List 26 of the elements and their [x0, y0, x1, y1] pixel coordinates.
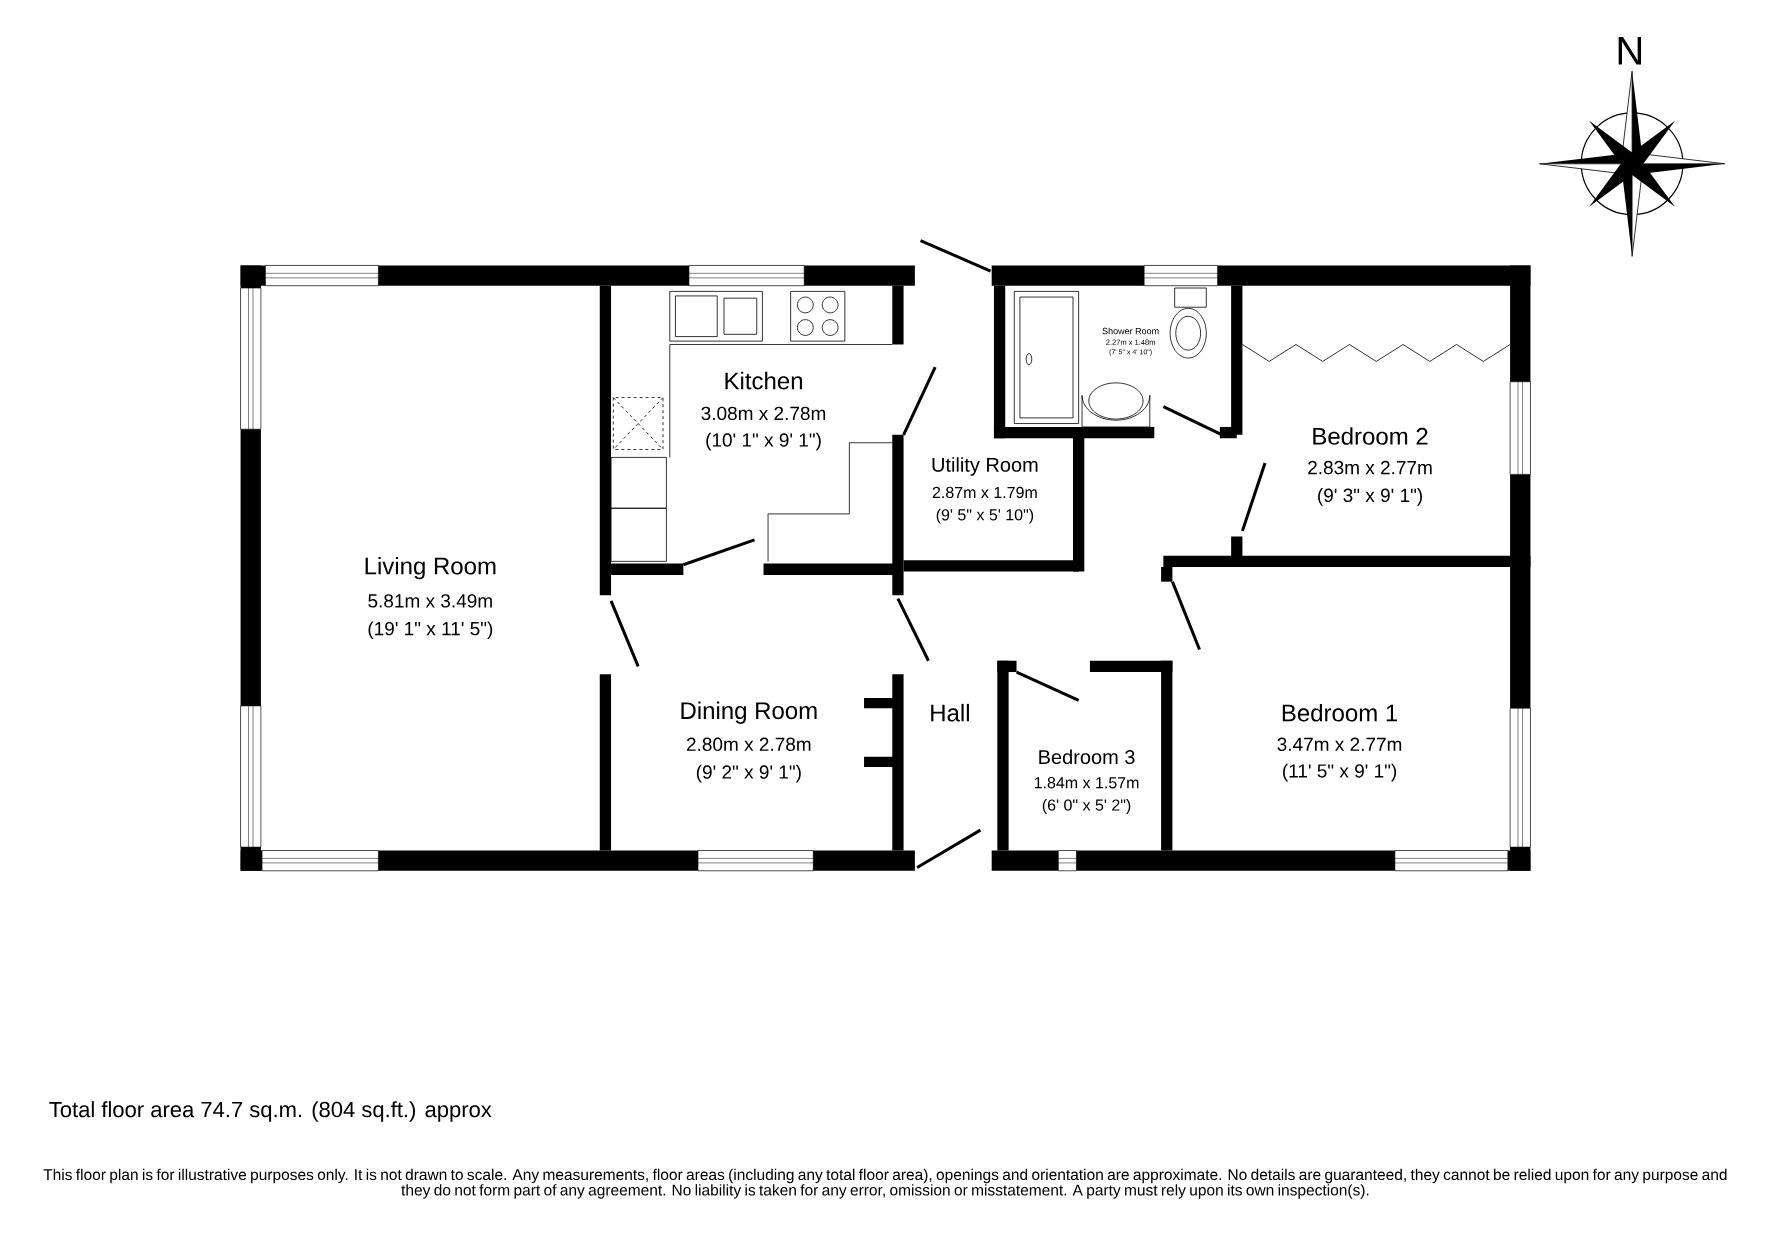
room-name: Bedroom 2 — [1313, 427, 1428, 445]
room-dimension: (11' 5" x 9' 1") — [1283, 763, 1397, 782]
room-name: Dining Room — [681, 701, 817, 724]
compass-letter: N — [1618, 37, 1641, 65]
room-dimension: 3.08m x 2.78m — [701, 406, 826, 421]
room-dimension: (10' 1" x 9' 1") — [706, 432, 821, 451]
room-dimension: 1.84m x 1.57m — [1034, 777, 1139, 789]
room-dimension: (9' 5" x 5' 10") — [936, 508, 1034, 524]
room-name: Kitchen — [725, 371, 802, 390]
room-dimension: (9' 3" x 9' 1") — [1318, 488, 1422, 506]
room-dimension: 2.83m x 2.77m — [1308, 460, 1432, 475]
disclaimer-text: This floor plan is for illustrative purposes only. It is not drawn to scale. Any measurements, floor areas (including any total floor area), openings and orientation are approximate. No details are guaranteed, they cannot be relied upon for any purpose and they do not form part of any agreement. No liability is taken for any error, omission or misstatement. A party must rely upon its own inspection(s). — [43, 1168, 1727, 1199]
room-name: Living Room — [365, 556, 496, 580]
room-dimension: (19' 1" x 11' 5") — [368, 621, 493, 640]
room-dimension: 3.47m x 2.77m — [1277, 737, 1402, 751]
room-dimension: (6' 0" x 5' 2") — [1042, 798, 1131, 814]
room-dimension: (9' 2" x 9' 1") — [696, 764, 801, 783]
floor-area-note: Total floor area 74.7 sq.m. (804 sq.ft.) approx — [49, 1101, 492, 1122]
room-name: Shower Room — [1102, 327, 1159, 335]
room-dimension: 2.80m x 2.78m — [686, 737, 811, 751]
room-name: Hall — [931, 703, 969, 722]
room-name: Utility Room — [932, 457, 1038, 476]
room-dimension: 5.81m x 3.49m — [368, 594, 492, 608]
room-name: Bedroom 1 — [1282, 703, 1398, 722]
room-name: Bedroom 3 — [1039, 749, 1135, 764]
room-dimension: 2.87m x 1.79m — [932, 486, 1037, 499]
